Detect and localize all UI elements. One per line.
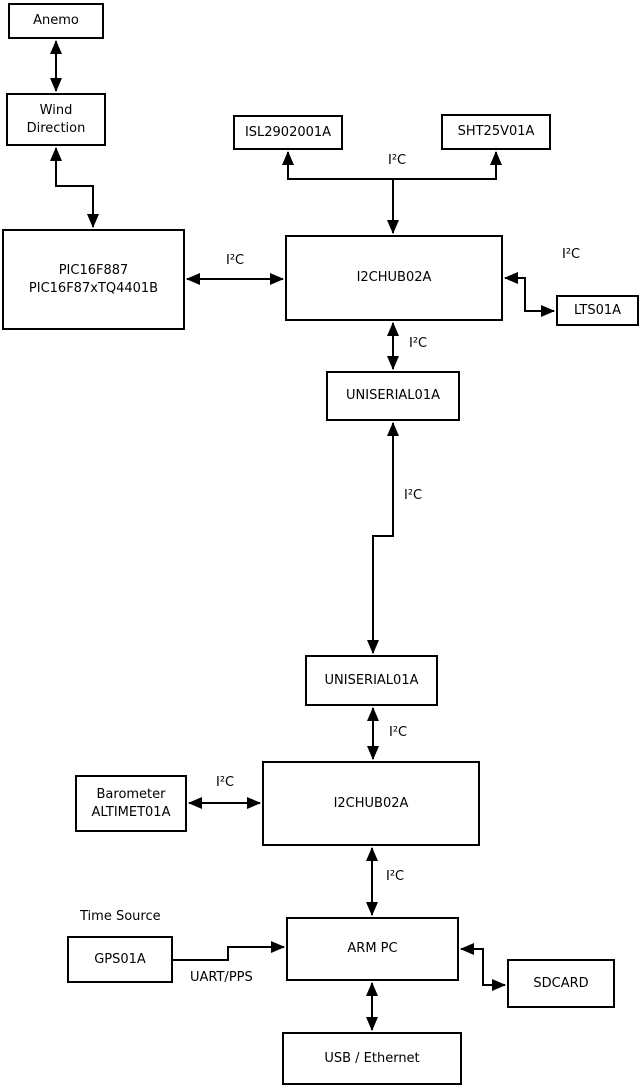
node-sht25v01a: SHT25V01A bbox=[441, 114, 551, 150]
edge-label-uart-pps: UART/PPS bbox=[190, 970, 253, 985]
node-arm-pc: ARM PC bbox=[286, 917, 459, 981]
node-uniserial01a-top: UNISERIAL01A bbox=[326, 371, 460, 421]
edge-uniserial-uniserial bbox=[367, 422, 399, 654]
node-i2chub02a-bottom: I2CHUB02A bbox=[262, 761, 480, 846]
edge-label-i2c-lts: I²C bbox=[562, 247, 581, 262]
edge-armpc-sdcard bbox=[460, 943, 506, 991]
edge-label-i2c-uniserial: I²C bbox=[409, 336, 428, 351]
edge-gps-armpc bbox=[173, 941, 285, 961]
node-isl2902001a: ISL2902001A bbox=[233, 115, 343, 150]
node-barometer: Barometer ALTIMET01A bbox=[75, 775, 187, 832]
edge-label-time-source: Time Source bbox=[80, 909, 161, 924]
edge-label-i2c-armpc: I²C bbox=[386, 869, 405, 884]
node-usb-ethernet: USB / Ethernet bbox=[282, 1032, 462, 1085]
edge-label-i2c-barometer: I²C bbox=[216, 775, 235, 790]
node-anemo: Anemo bbox=[8, 3, 104, 39]
edge-label-i2c-bus: I²C bbox=[388, 153, 407, 168]
node-pic: PIC16F887 PIC16F87xTQ4401B bbox=[2, 229, 185, 330]
node-gps01a: GPS01A bbox=[67, 936, 173, 983]
node-lts01a: LTS01A bbox=[556, 295, 639, 326]
edge-label-i2c-long-link: I²C bbox=[404, 488, 423, 503]
node-wind-direction: Wind Direction bbox=[6, 93, 106, 146]
edge-label-i2c-uniserial2: I²C bbox=[389, 725, 408, 740]
node-i2chub02a-top: I2CHUB02A bbox=[285, 235, 503, 321]
edge-i2chub-lts bbox=[504, 272, 555, 317]
edge-wind-pic bbox=[50, 147, 99, 228]
node-sdcard: SDCARD bbox=[507, 959, 615, 1008]
edge-label-i2c-pic: I²C bbox=[226, 253, 245, 268]
node-uniserial01a-bottom: UNISERIAL01A bbox=[305, 655, 438, 706]
